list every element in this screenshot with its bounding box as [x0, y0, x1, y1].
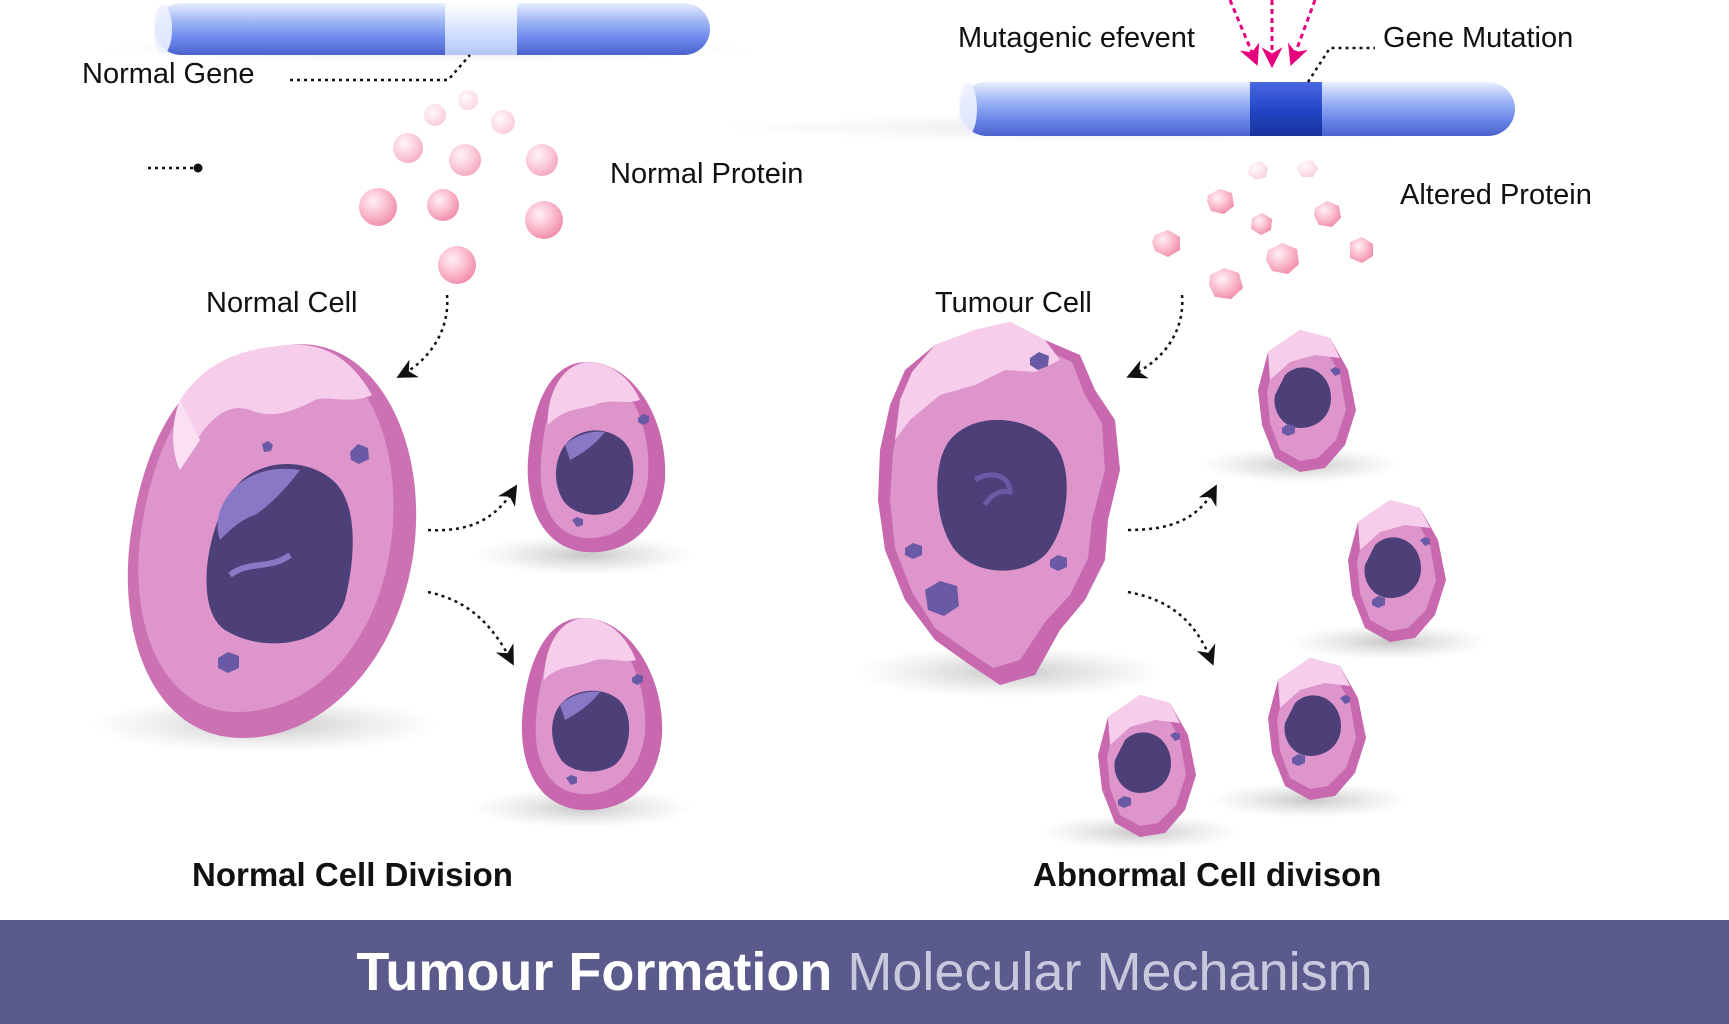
leader-lines — [148, 46, 1375, 170]
label-normal-cell-division: Normal Cell Division — [192, 856, 513, 893]
tumour-daughter-cell-4 — [1040, 695, 1240, 850]
label-normal-cell: Normal Cell — [206, 287, 358, 319]
tumour-daughter-cell-2 — [1290, 500, 1490, 660]
label-tumour-cell: Tumour Cell — [935, 287, 1092, 319]
footer-title-sub: Molecular Mechanism — [832, 942, 1373, 1002]
label-abnormal-cell-division: Abnormal Cell divison — [1033, 856, 1382, 893]
label-normal-protein: Normal Protein — [610, 158, 804, 190]
diagram-canvas — [90, 0, 1520, 850]
footer-title: Tumour Formation Molecular Mechanism — [356, 941, 1372, 1003]
normal-gene-tube — [100, 3, 760, 62]
mutated-gene-tube — [720, 82, 1520, 142]
diagram-stage: Normal Gene Normal Protein Normal Cell N… — [82, 0, 1592, 893]
leader-dot — [193, 163, 203, 173]
process-arrows — [396, 294, 1217, 666]
footer-banner: Tumour Formation Molecular Mechanism — [0, 920, 1729, 1024]
normal-proteins — [359, 90, 563, 284]
label-gene-mutation: Gene Mutation — [1383, 22, 1574, 54]
altered-proteins — [1152, 160, 1373, 299]
label-normal-gene: Normal Gene — [82, 58, 255, 90]
tumour-mother-cell — [855, 322, 1165, 698]
mutagenic-arrows — [1228, 0, 1317, 69]
normal-daughter-cell-upper — [475, 361, 695, 575]
normal-mother-cell — [90, 344, 440, 753]
label-altered-protein: Altered Protein — [1400, 179, 1592, 211]
tumour-daughter-cell-1 — [1200, 330, 1400, 483]
normal-daughter-cell-lower — [473, 617, 693, 828]
label-mutagenic-event: Mutagenic efevent — [958, 22, 1195, 54]
tumour-daughter-cell-3 — [1210, 658, 1410, 818]
footer-title-main: Tumour Formation — [356, 942, 833, 1002]
